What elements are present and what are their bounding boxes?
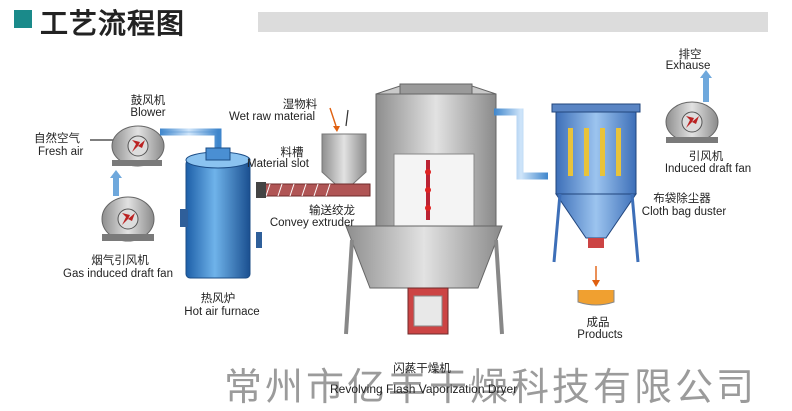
label-convey-en: Convey extruder: [269, 217, 355, 229]
label-blower-cn: 鼓风机: [130, 93, 166, 107]
label-dryer-cn: 闪蒸干燥机: [393, 361, 451, 375]
label-products-en: Products: [577, 329, 623, 341]
label-slot-en: Material slot: [247, 158, 309, 170]
label-draft-fan-cn: 引风机: [688, 149, 724, 163]
convey-extruder: [256, 182, 371, 198]
induced-draft-fan: [665, 70, 719, 143]
label-dryer-en: Revolving Flash Vaporization Dryer: [330, 382, 518, 396]
label-furnace-cn: 热风炉: [200, 291, 236, 305]
company-watermark: 常州市亿丰干燥科技有限公司: [224, 365, 758, 409]
page-title: 工艺流程图: [40, 7, 186, 40]
label-duster-en: Cloth bag duster: [641, 206, 727, 218]
label-wet-raw-en: Wet raw material: [228, 111, 316, 123]
label-draft-fan-en: Induced draft fan: [664, 163, 752, 175]
label-furnace-en: Hot air furnace: [184, 306, 260, 318]
label-blower-en: Blower: [130, 107, 166, 119]
gas-induced-draft-fan: [101, 170, 155, 242]
products-tray: [577, 266, 615, 306]
label-slot-cn: 料槽: [280, 145, 304, 159]
header-accent-square: [14, 10, 32, 28]
label-gas-fan-cn: 烟气引风机: [91, 253, 149, 267]
label-exhaust-cn: 排空: [678, 47, 702, 61]
label-fresh-air-en: Fresh air: [38, 146, 84, 158]
header-divider-bar: [258, 12, 768, 32]
label-products-cn: 成品: [586, 315, 610, 329]
label-exhaust-en: Exhause: [665, 60, 711, 72]
dryer-to-duster-pipe: [494, 108, 548, 180]
blower-fan: [111, 125, 165, 167]
label-convey-cn: 输送绞龙: [309, 203, 355, 217]
label-wet-raw-cn: 湿物料: [282, 97, 318, 111]
material-slot-hopper: [321, 107, 367, 193]
flash-dryer: [344, 83, 504, 335]
label-duster-cn: 布袋除尘器: [653, 191, 711, 205]
label-gas-fan-en: Gas induced draft fan: [63, 268, 173, 280]
hot-air-furnace: [180, 147, 251, 279]
cloth-bag-duster: [551, 103, 641, 263]
label-fresh-air-cn: 自然空气: [34, 131, 80, 145]
